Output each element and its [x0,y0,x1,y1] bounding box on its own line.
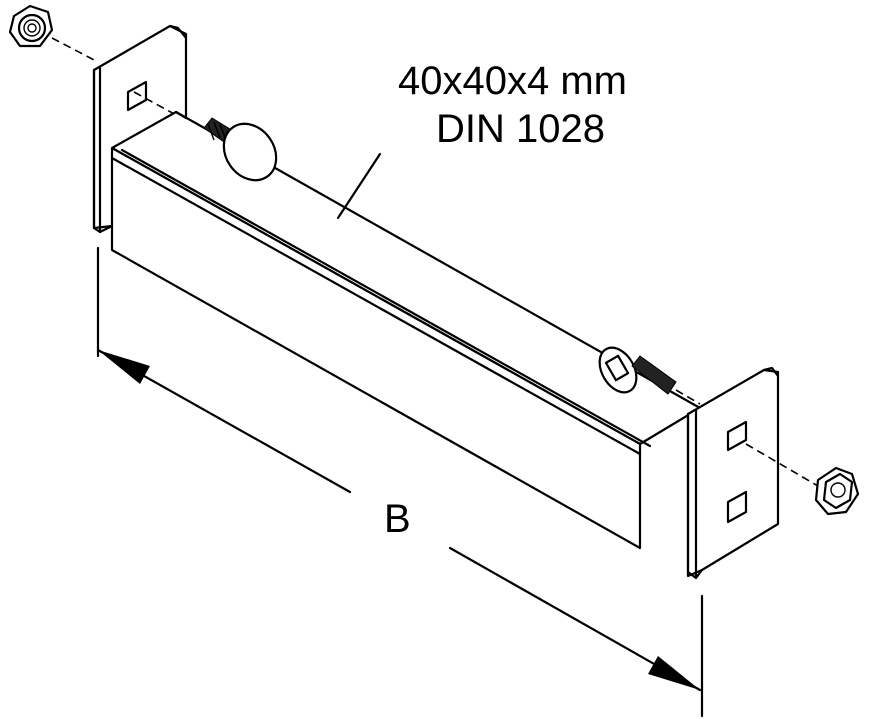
dimension-arrow-left [98,350,150,384]
dimension-arrow-right [648,656,700,690]
right-bolt-axis [675,389,701,405]
steel-profile [110,110,702,550]
left-square-hole [126,80,148,112]
dimension-b-label: B [384,497,411,541]
left-bolt-axis [51,37,99,63]
right-carriage-bolt [598,346,677,395]
profile-size-label: 40x40x4 mm [398,59,627,103]
dimension-b-lines [96,246,704,718]
left-flange-nut [8,4,54,48]
profile-standard-label: DIN 1028 [436,107,605,151]
right-upper-square-hole [726,420,748,452]
right-flange-nut [814,466,860,516]
right-nut-axis [745,443,819,487]
profile-leader-line [336,152,382,220]
left-carriage-bolt [203,117,278,182]
right-lower-square-hole [726,490,748,524]
right-end-plate [686,366,780,580]
